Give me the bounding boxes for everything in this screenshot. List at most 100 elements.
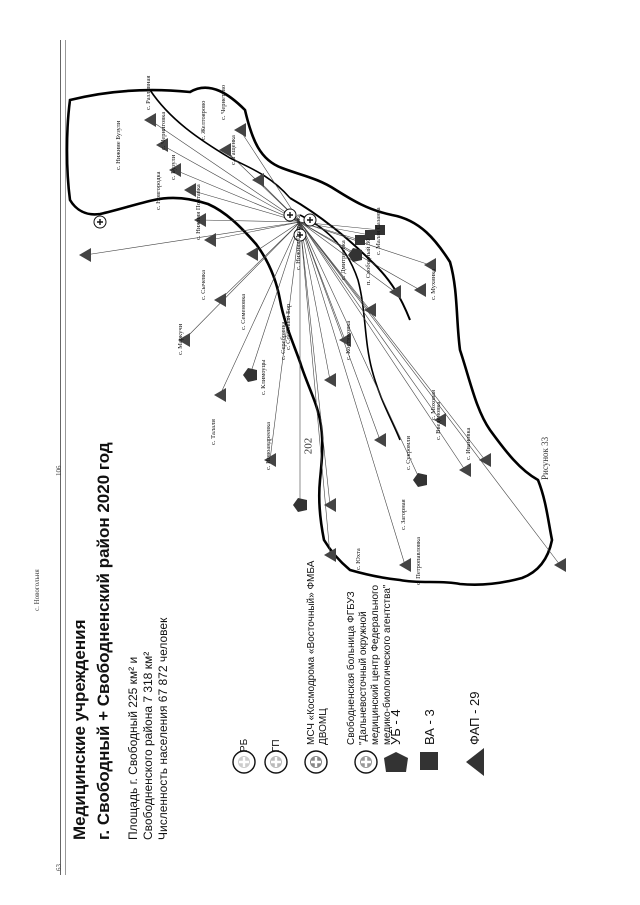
connection-line xyxy=(219,221,301,301)
legend-sb-label-3: медицинский центр Федерального xyxy=(370,585,381,745)
va-marker xyxy=(355,235,365,245)
page-ruler xyxy=(60,40,66,875)
fap-marker xyxy=(234,123,246,137)
connection-line xyxy=(299,221,486,461)
legend-ub-icon xyxy=(384,752,408,772)
fap-marker xyxy=(214,293,226,307)
connection-line xyxy=(299,221,421,481)
fap-marker xyxy=(194,213,206,227)
region-boundary xyxy=(65,86,554,587)
connection-line xyxy=(174,169,301,223)
fap-marker xyxy=(204,233,216,247)
connection-line xyxy=(299,221,396,293)
place-label: с. Серебрянка xyxy=(280,321,287,360)
place-label: с. Сычевка xyxy=(200,270,207,300)
river-line-3 xyxy=(299,214,401,441)
connection-line xyxy=(299,221,331,556)
fap-marker xyxy=(424,258,436,272)
place-label: с. Новоандреевка xyxy=(265,422,272,470)
hospital-icon xyxy=(293,228,307,242)
fap-marker xyxy=(264,453,276,467)
place-label: с. Юхта xyxy=(355,548,362,570)
place-label: с. Желтоярово xyxy=(200,101,207,140)
ub-marker xyxy=(293,498,307,512)
fap-marker xyxy=(399,558,411,572)
place-label: с. Мухинка xyxy=(430,269,437,300)
river-line-2 xyxy=(149,89,291,199)
legend-sb-label-2: "Дальневосточный окружной xyxy=(358,611,369,745)
connection-lines xyxy=(84,119,561,566)
fap-marker xyxy=(156,138,168,152)
legend-ub-label: УБ - 4 xyxy=(388,709,403,745)
place-label: с. Загорная xyxy=(400,499,407,530)
connection-line xyxy=(299,221,466,471)
place-label: с. Ивановка xyxy=(465,427,472,460)
connection-line xyxy=(161,144,301,223)
connection-line xyxy=(183,221,301,341)
figure-caption: Рисунок 33 xyxy=(540,436,550,480)
fap-marker xyxy=(79,248,91,262)
connection-line xyxy=(299,221,406,566)
legend-fap-label: ФАП - 29 xyxy=(467,691,482,745)
connection-line xyxy=(249,221,301,376)
connection-line xyxy=(149,119,301,223)
connection-line xyxy=(299,221,331,506)
place-label: с. Маркучи xyxy=(177,323,184,355)
connection-line xyxy=(299,221,331,381)
va-marker xyxy=(375,225,385,235)
place-label: с. Семеновка xyxy=(240,294,247,330)
place-label: с. Дмитриевка xyxy=(340,240,347,280)
place-label: с. Сосновый Бор xyxy=(285,304,292,350)
legend-va-label: ВА - 3 xyxy=(422,709,437,745)
hospital-icon xyxy=(303,213,317,227)
legend-sb-icon xyxy=(354,750,378,774)
place-label: с. Моховая xyxy=(430,390,437,420)
connection-line xyxy=(251,221,301,255)
fap-marker xyxy=(374,433,386,447)
fap-marker xyxy=(479,453,491,467)
place-label: с. Костюковка xyxy=(345,321,352,360)
connection-line xyxy=(219,221,301,396)
place-labels: с. Новоандреевка с. Загорная с. Дмитриевка… xyxy=(115,76,472,585)
legend-va-icon xyxy=(420,752,438,770)
place-label: с. Нижние Бузули xyxy=(115,120,122,170)
ub-marker xyxy=(413,473,427,487)
connection-line xyxy=(299,221,356,256)
legend-rb-icon xyxy=(232,750,256,774)
place-label: с. Малая Сазанка xyxy=(375,207,382,255)
legend-gp-icon xyxy=(264,750,288,774)
connection-line xyxy=(239,129,301,223)
fap-marker xyxy=(214,388,226,402)
hospital-icon xyxy=(283,208,297,222)
place-label: с. Чернетово xyxy=(220,85,227,120)
fap-marker xyxy=(184,183,196,197)
place-label: с. Климоуцы xyxy=(260,359,267,395)
connection-line xyxy=(299,221,561,566)
connection-line xyxy=(84,221,301,256)
fap-marker xyxy=(459,463,471,477)
fap-marker xyxy=(434,413,446,427)
connection-line xyxy=(209,221,301,241)
fap-marker xyxy=(246,247,258,261)
place-label: с. Сукромли xyxy=(405,436,412,470)
place-label: с. Бузули xyxy=(170,154,177,180)
fap-marker xyxy=(144,113,156,127)
fap-marker xyxy=(414,283,426,297)
legend-gp-label: ГП xyxy=(271,739,282,752)
legend-msch-label-2: ДВОМЦ xyxy=(318,708,329,745)
map-markers xyxy=(79,113,566,572)
place-label: с. Черниговка xyxy=(160,112,167,150)
fap-marker xyxy=(219,143,231,157)
place-label: с. Новгородка xyxy=(155,171,162,210)
legend-msch-icon xyxy=(304,750,328,774)
river-line xyxy=(289,197,411,321)
connection-line xyxy=(269,221,301,461)
hospital-icon xyxy=(93,215,107,229)
fap-marker xyxy=(364,303,376,317)
fap-marker xyxy=(554,558,566,572)
ub-marker xyxy=(243,368,257,382)
place-label: с. Введеновка xyxy=(435,402,442,440)
legend-msch-label-1: МСЧ «Космодрома «Восточный» ФМБА xyxy=(306,560,317,745)
fap-marker xyxy=(339,333,351,347)
